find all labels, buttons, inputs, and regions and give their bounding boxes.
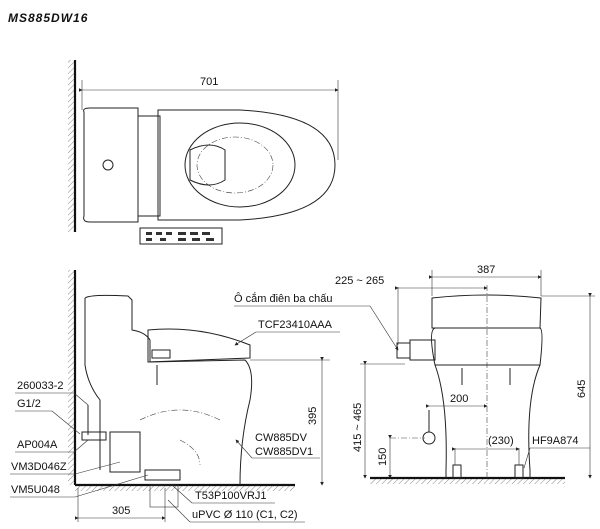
label-part-1: VM3D046Z xyxy=(11,461,67,473)
label-thread: G1/2 xyxy=(17,398,41,410)
dim-width: 387 xyxy=(477,264,495,276)
label-valve: 260033-2 xyxy=(17,380,64,392)
label-part-2: VM5U048 xyxy=(11,484,60,496)
side-view: 395 305 Ô cắm điên ba chấu TCF23410AAA C… xyxy=(10,270,399,523)
dim-inlet-offset: 200 xyxy=(450,393,468,405)
label-bowl-model-2: CW885DV1 xyxy=(255,446,313,458)
label-stop-valve: AP004A xyxy=(17,439,58,451)
dim-inlet-height: 150 xyxy=(377,448,389,466)
model-title: MS885DW16 xyxy=(8,11,88,25)
label-flange: T53P100VRJ1 xyxy=(195,490,267,502)
dim-socket: 225 ~ 265 xyxy=(335,275,384,287)
label-bolt-part: HF9A874 xyxy=(532,435,578,447)
dim-bolts: (230) xyxy=(488,435,514,447)
top-view: 701 xyxy=(68,60,339,245)
label-seat-model: TCF23410AAA xyxy=(258,319,333,331)
dim-height: 395 xyxy=(307,407,319,425)
dim-outlet: 305 xyxy=(112,505,130,517)
dim-socket-height: 415 ~ 465 xyxy=(352,403,364,452)
label-bowl-model-1: CW885DV xyxy=(255,432,308,444)
label-pipe: uPVC Ø 110 (C1, C2) xyxy=(192,509,298,521)
label-seat-power: Ô cắm điên ba chấu xyxy=(234,292,332,305)
dim-total-height: 645 xyxy=(576,380,588,398)
front-view: 387 225 ~ 265 645 415 ~ 465 150 200 (230… xyxy=(335,264,595,484)
dim-length: 701 xyxy=(200,76,218,88)
